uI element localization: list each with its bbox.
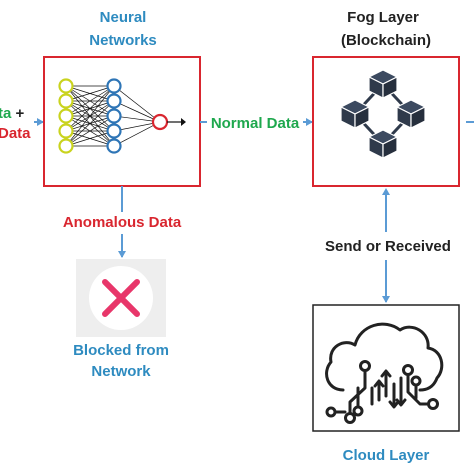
- output-node: [151, 113, 169, 131]
- neural-network-icon: [58, 78, 186, 154]
- blocked-label-line2: Network: [91, 363, 151, 380]
- hidden-node: [106, 123, 122, 139]
- hidden-node: [106, 108, 122, 124]
- cloud-computing-icon: [325, 322, 444, 424]
- cube: [368, 129, 398, 159]
- blockchain-cubes-icon: [340, 69, 426, 159]
- input-data-label-line2: Data: [0, 125, 31, 142]
- blocked-label-line1: Blocked from: [73, 342, 169, 359]
- neural-networks-title-line1: Neural: [100, 9, 147, 26]
- input-node: [58, 108, 74, 124]
- hidden-node: [106, 93, 122, 109]
- hidden-node: [106, 138, 122, 154]
- send-received-label: Send or Received: [325, 238, 451, 255]
- x-mark-icon: [76, 259, 166, 337]
- cloud-layer-label: Cloud Layer: [343, 447, 430, 464]
- input-node: [58, 78, 74, 94]
- input-node: [58, 138, 74, 154]
- hidden-node: [106, 78, 122, 94]
- neural-networks-title-line2: Networks: [89, 32, 157, 49]
- anomalous-data-label: Anomalous Data: [63, 214, 182, 231]
- input-data-label-line1: ta +: [0, 105, 25, 122]
- normal-data-label-bg: [207, 112, 303, 132]
- input-node: [58, 123, 74, 139]
- cube: [340, 99, 370, 129]
- input-node: [58, 93, 74, 109]
- fog-layer-title-line1: Fog Layer: [347, 9, 419, 26]
- fog-layer-title-line2: (Blockchain): [341, 32, 431, 49]
- cube: [396, 99, 426, 129]
- cube: [368, 69, 398, 99]
- cloud-layer-box: [312, 304, 460, 432]
- normal-data-label: Normal Data: [211, 115, 300, 132]
